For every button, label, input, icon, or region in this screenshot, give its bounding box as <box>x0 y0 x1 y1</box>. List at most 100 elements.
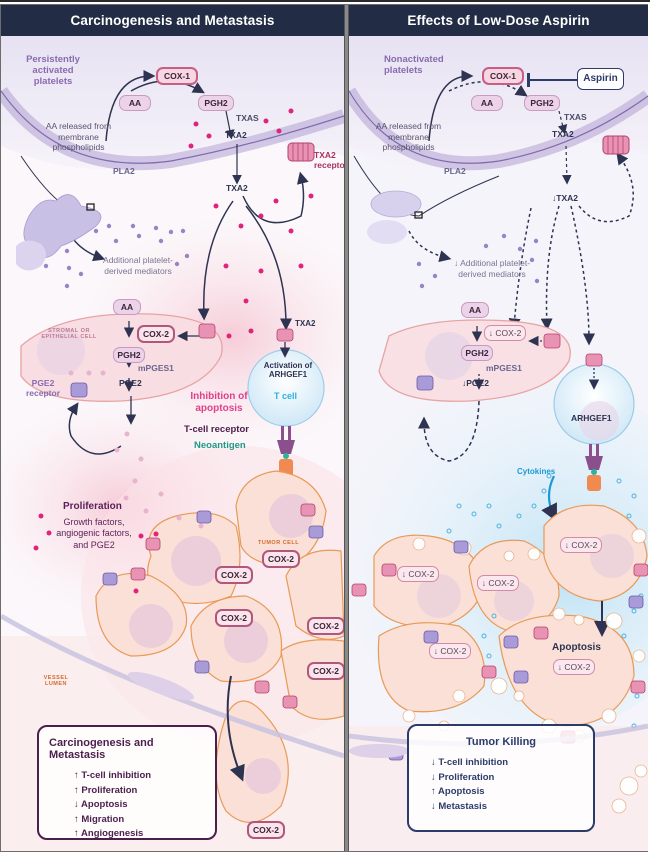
mediator-dots <box>43 223 190 289</box>
arrow-receptor <box>242 171 309 224</box>
aspirin-box: Aspirin <box>577 68 624 90</box>
cytokines-label: Cytokines <box>517 467 556 476</box>
cytokine-arrow <box>541 475 557 522</box>
vessel-lumen-label: VESSEL LUMEN <box>43 675 69 688</box>
trend-arrow-icon: ↓ <box>431 800 436 812</box>
membrane-line <box>1 90 344 164</box>
stromal-cell-label: STROMAL OR EPITHELIAL CELL <box>41 328 97 341</box>
txa2-inner-label: TXA2 <box>225 130 247 140</box>
trend-arrow-icon: ↑ <box>74 828 79 839</box>
vessel-rbc <box>127 671 195 701</box>
panel-divider <box>344 5 349 851</box>
pgh2-cell-label: PGH2 <box>113 347 145 363</box>
aa-label-top-right: AA <box>471 95 503 111</box>
platelet-small <box>16 240 46 271</box>
cox1-label: COX-1 <box>156 67 198 85</box>
mpges1-label-right: mPGES1 <box>486 363 522 373</box>
arrow-to-cox2 <box>197 200 234 321</box>
tumor-cox2-label: COX-2 <box>307 662 344 680</box>
pla2-label: PLA2 <box>113 166 135 176</box>
persistently-activated-platelets-label: Persistently activated platelets <box>26 54 80 87</box>
summary-item: ↑ Apoptosis <box>431 786 485 797</box>
tumor-cox2-label: COX-2 <box>215 609 253 627</box>
trend-arrow-icon: ↑ <box>74 770 79 781</box>
aspirin-inhibition-bar <box>529 79 577 81</box>
trend-arrow-icon: ↑ <box>74 813 79 825</box>
txa2-inner-label-right: TXA2 <box>552 129 574 139</box>
tcr-neoantigen-right-icon <box>585 444 603 491</box>
summary-item: ↓ T-cell inhibition <box>431 757 509 768</box>
pgh2-label-top: PGH2 <box>198 95 234 111</box>
arrow-pge2-loop <box>66 402 122 455</box>
cox2-cell-label-right: ↓ COX-2 <box>484 325 526 341</box>
txas-label-right: TXAS <box>564 112 587 122</box>
pge2-receptor-icon <box>70 382 88 398</box>
mpges1-label: mPGES1 <box>138 363 174 373</box>
additional-mediators-text: Additional platelet-derived mediators <box>103 255 173 276</box>
summary-item: ↓ Apoptosis <box>74 799 128 810</box>
cox1-label-right: COX-1 <box>482 67 524 85</box>
inset-marker <box>86 203 95 211</box>
tumor-receptors <box>102 503 324 709</box>
apoptosis-label: Apoptosis <box>552 642 601 653</box>
nonactivated-platelets-label: Nonactivated platelets <box>384 54 444 76</box>
summary-box-carcinogenesis: Carcinogenesis and Metastasis ↑ T-cell i… <box>37 725 217 840</box>
summary-list-right: ↓ T-cell inhibition ↓ Proliferation ↑ Ap… <box>419 756 583 814</box>
pge2-dots <box>68 370 204 529</box>
trend-arrow-icon: ↓ <box>431 771 436 783</box>
panel-header-left: Carcinogenesis and Metastasis <box>1 5 344 36</box>
summary-item: ↑ T-cell inhibition <box>74 770 152 781</box>
summary-title-left: Carcinogenesis and Metastasis <box>49 737 154 761</box>
t-cell-label: T cell <box>274 391 298 401</box>
arhgef1-activation-label: Activation of ARHGEF1 <box>263 361 313 380</box>
migrating-cox2-label: COX-2 <box>247 821 285 839</box>
arrow-to-tcell <box>245 205 292 331</box>
aa-cell-label-right: AA <box>461 302 489 318</box>
cox2-cell-label: COX-2 <box>137 325 175 343</box>
tumor-cox2-label-right: ↓ COX-2 <box>560 537 602 553</box>
txa2-dots <box>33 108 314 594</box>
pge2-label-right: ↓PGE2 <box>462 378 489 388</box>
top-rule <box>0 0 650 2</box>
txa2-receptor-icon <box>287 142 315 162</box>
arhgef1-label-right: ARHGEF1 <box>571 413 612 423</box>
panel-header-right: Effects of Low-Dose Aspirin <box>349 5 648 36</box>
summary-item: ↓ Proliferation <box>431 771 495 783</box>
resting-platelet-small <box>367 220 407 244</box>
summary-item: ↑ Migration <box>74 813 125 825</box>
aa-cell-label: AA <box>113 299 141 315</box>
aa-released-text-right: AA released from membrane phospholipids <box>375 121 442 153</box>
summary-title-right: Tumor Killing <box>465 736 537 748</box>
panel-aspirin: Effects of Low-Dose Aspirin <box>349 5 648 851</box>
summary-item: ↑ Proliferation <box>74 784 138 796</box>
tumor-cell-label: TUMOR CELL <box>258 540 300 546</box>
neoantigen-label: Neoantigen <box>194 440 246 451</box>
resting-platelet <box>370 190 422 218</box>
txa2-outer-label: TXA2 <box>226 183 248 193</box>
summary-box-tumor-killing: Tumor Killing ↓ T-cell inhibition ↓ Prol… <box>407 724 595 832</box>
panel-carcinogenesis: Carcinogenesis and Metastasis <box>1 5 344 851</box>
txas-label: TXAS <box>236 113 259 123</box>
pge2-receptor-label: PGE2 receptor <box>25 378 60 398</box>
pgh2-label-top-right: PGH2 <box>524 95 560 111</box>
t-cell-receptor-label: T-cell receptor <box>184 424 249 435</box>
tumor-cox2-label: COX-2 <box>215 566 253 584</box>
tumor-cox2-label-right: ↓ COX-2 <box>397 566 439 582</box>
pge2-label: PGE2 <box>119 378 142 388</box>
trend-arrow-icon: ↑ <box>431 786 436 797</box>
pla2-label-right: PLA2 <box>444 166 466 176</box>
arrow-migration <box>226 675 245 782</box>
trend-arrow-icon: ↓ <box>431 757 436 768</box>
inhibition-of-apoptosis-label: Inhibition of apoptosis <box>190 391 248 414</box>
trend-arrow-icon: ↑ <box>74 784 79 796</box>
txa2-receptor-right-icon <box>602 135 630 155</box>
txa2-receptor-label: TXA2 receptor <box>314 150 344 170</box>
additional-mediators-text-right: ↓ Additional platelet-derived mediators <box>453 258 531 279</box>
pgh2-cell-label-right: PGH2 <box>461 345 493 361</box>
txa2-outer-label-right: ↓TXA2 <box>552 193 578 203</box>
aspirin-inhibition-line <box>527 73 530 87</box>
trend-arrow-icon: ↓ <box>74 799 79 810</box>
stromal-nucleus <box>37 327 85 375</box>
tumor-cox2-label: COX-2 <box>262 550 300 568</box>
tumor-cox2-label-right: ↓ COX-2 <box>429 643 471 659</box>
